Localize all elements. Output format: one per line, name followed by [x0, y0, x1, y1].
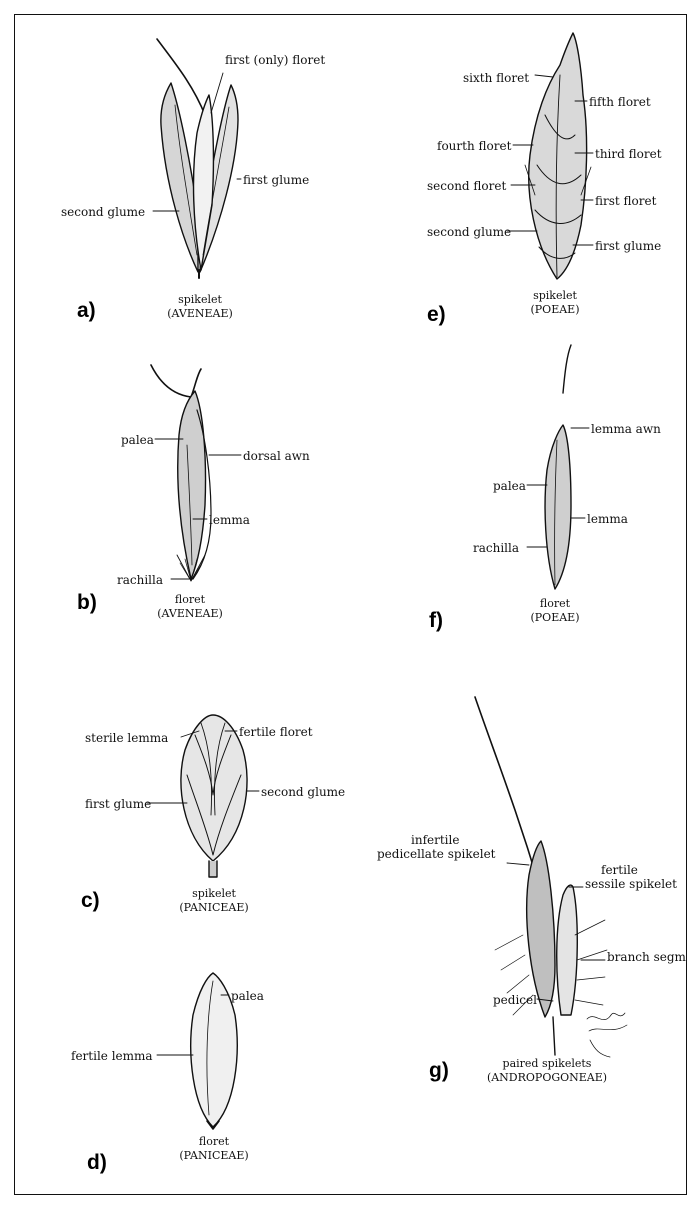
artist-signature: [587, 1013, 627, 1031]
panel-letter-a: a): [77, 299, 96, 323]
label-palea-d: palea: [231, 989, 264, 1003]
caption-b-1: floret: [135, 593, 245, 607]
caption-b-2: (AVENEAE): [135, 607, 245, 621]
label-palea-b: palea: [121, 433, 154, 447]
caption-d-2: (PANICEAE): [159, 1149, 269, 1163]
figure-frame: first (only) floret first glume second g…: [14, 14, 687, 1195]
label-branch-segment: branch segment: [607, 950, 687, 964]
label-rachilla-f: rachilla: [473, 541, 519, 555]
label-second-glume-c: second glume: [261, 785, 345, 799]
label-sixth-floret: sixth floret: [463, 71, 529, 85]
label-infertile: infertile: [411, 833, 459, 847]
caption-a-2: (AVENEAE): [145, 307, 255, 321]
label-pedicel: pedicel: [493, 993, 537, 1007]
label-lemma-f: lemma: [587, 512, 628, 526]
caption-e-2: (POEAE): [505, 303, 605, 317]
label-fertile-floret: fertile floret: [239, 725, 313, 739]
floret-poeae-drawing: [545, 345, 571, 589]
label-dorsal-awn: dorsal awn: [243, 449, 310, 463]
label-fertile-lemma: fertile lemma: [71, 1049, 153, 1063]
caption-e-1: spikelet: [505, 289, 605, 303]
label-palea-f: palea: [493, 479, 526, 493]
panel-letter-g: g): [429, 1059, 449, 1083]
label-fertile: fertile: [601, 863, 638, 877]
caption-c-1: spikelet: [159, 887, 269, 901]
panel-letter-f: f): [429, 609, 443, 633]
panel-letter-d: d): [87, 1151, 107, 1175]
caption-a-1: spikelet: [145, 293, 255, 307]
caption-f-2: (POEAE): [505, 611, 605, 625]
label-rachilla-b: rachilla: [117, 573, 163, 587]
caption-g-2: (ANDROPOGONEAE): [477, 1071, 617, 1085]
label-first-floret: first floret: [595, 194, 656, 208]
spikelet-poeae-drawing: [525, 33, 591, 279]
label-second-glume-e: second glume: [427, 225, 511, 239]
label-sterile-lemma: sterile lemma: [85, 731, 168, 745]
label-second-floret: second floret: [427, 179, 506, 193]
label-lemma-b: lemma: [209, 513, 250, 527]
spikelet-aveneae-drawing: [157, 39, 238, 278]
label-second-glume-a: second glume: [61, 205, 145, 219]
spikelet-paniceae-drawing: [181, 715, 247, 877]
label-first-only-floret: first (only) floret: [225, 53, 325, 67]
caption-d-1: floret: [159, 1135, 269, 1149]
label-lemma-awn: lemma awn: [591, 422, 661, 436]
panel-letter-b: b): [77, 591, 97, 615]
caption-g-1: paired spikelets: [477, 1057, 617, 1071]
label-fifth-floret: fifth floret: [589, 95, 651, 109]
label-sessile-spikelet: sessile spikelet: [585, 877, 677, 891]
label-third-floret: third floret: [595, 147, 662, 161]
floret-aveneae-drawing: [151, 365, 211, 581]
label-fourth-floret: fourth floret: [437, 139, 511, 153]
label-pedicellate-spikelet: pedicellate spikelet: [377, 847, 496, 861]
label-first-glume-c: first glume: [85, 797, 151, 811]
label-first-glume-a: first glume: [243, 173, 309, 187]
label-first-glume-e: first glume: [595, 239, 661, 253]
caption-c-2: (PANICEAE): [159, 901, 269, 915]
panel-letter-c: c): [81, 889, 100, 913]
panel-letter-e: e): [427, 303, 446, 327]
caption-f-1: floret: [505, 597, 605, 611]
